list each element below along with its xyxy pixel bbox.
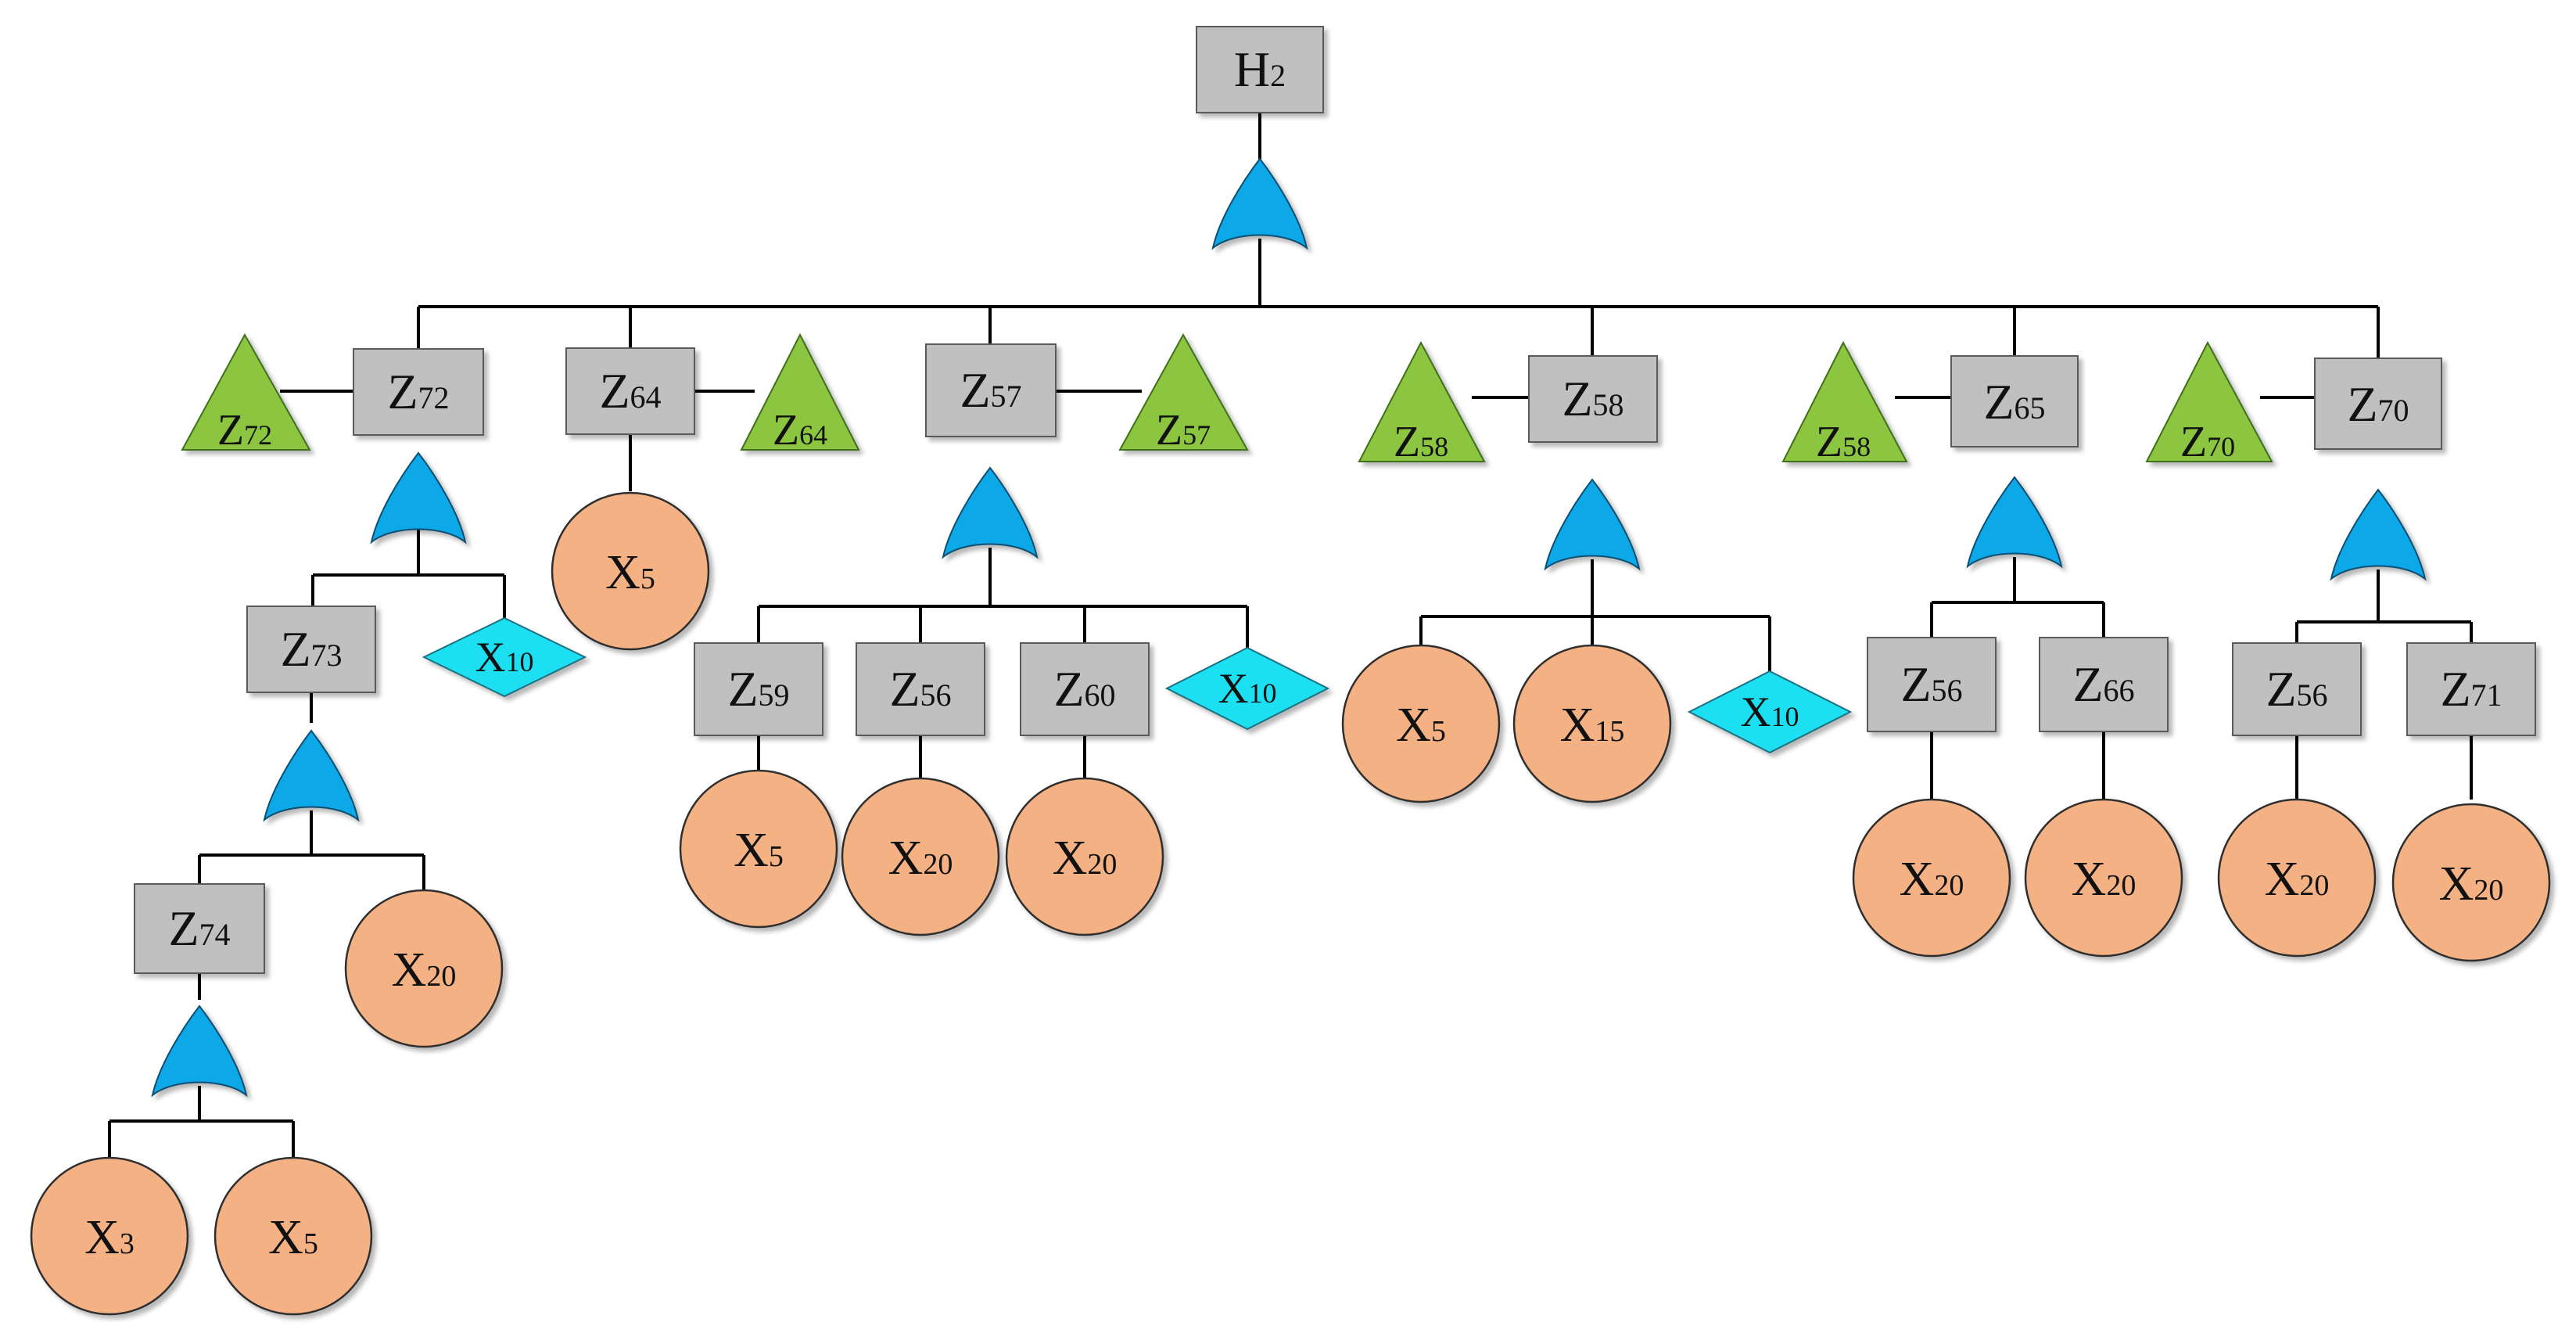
- basic-event-x20-z56-b[interactable]: X20: [1852, 798, 2011, 958]
- basic-event-x20-z60[interactable]: X20: [1005, 777, 1164, 936]
- svg-text:X5: X5: [605, 546, 655, 599]
- svg-text:Z56: Z56: [2266, 661, 2327, 717]
- event-box-h2[interactable]: H2: [1196, 26, 1324, 113]
- basic-event-x20-z56-c[interactable]: X20: [2217, 798, 2377, 958]
- or-gate-z74: [151, 1004, 248, 1098]
- or-gate-z65: [1966, 476, 2063, 569]
- event-box-z65[interactable]: Z65: [1950, 355, 2079, 447]
- svg-text:X5: X5: [268, 1211, 318, 1264]
- basic-event-x20-z66[interactable]: X20: [2024, 798, 2183, 958]
- or-gate-z57: [942, 466, 1039, 559]
- basic-event-x5-z58[interactable]: X5: [1341, 644, 1501, 803]
- basic-event-x15[interactable]: X15: [1512, 644, 1672, 803]
- svg-text:Z72: Z72: [387, 364, 449, 419]
- svg-text:Z58: Z58: [1394, 418, 1448, 466]
- event-box-z56-b[interactable]: Z56: [1867, 637, 1997, 732]
- or-gate-top: [1211, 157, 1308, 250]
- basic-event-x20-z73[interactable]: X20: [344, 889, 504, 1048]
- svg-text:X10: X10: [475, 634, 534, 681]
- diamond-event-x10-a[interactable]: X10: [422, 616, 587, 698]
- transfer-triangle-z58-b[interactable]: Z58: [1781, 340, 1908, 466]
- svg-text:Z70: Z70: [2180, 418, 2235, 466]
- svg-text:X20: X20: [1053, 832, 1118, 885]
- basic-event-x20-z56[interactable]: X20: [841, 777, 1000, 936]
- svg-text:Z57: Z57: [1156, 406, 1211, 455]
- svg-text:Z72: Z72: [217, 406, 272, 455]
- event-box-z60[interactable]: Z60: [1020, 642, 1150, 736]
- svg-text:Z56: Z56: [1900, 656, 1962, 712]
- svg-text:X5: X5: [734, 824, 784, 877]
- event-box-z56-a[interactable]: Z56: [856, 642, 985, 736]
- or-gate-z72: [370, 451, 467, 544]
- event-box-z73[interactable]: Z73: [246, 606, 376, 693]
- event-box-z66[interactable]: Z66: [2039, 637, 2169, 732]
- svg-text:X20: X20: [888, 832, 953, 885]
- event-box-z58[interactable]: Z58: [1528, 355, 1658, 443]
- diamond-event-x10-c[interactable]: X10: [1687, 670, 1853, 754]
- svg-text:Z59: Z59: [727, 661, 789, 717]
- connector-lines: [108, 113, 2473, 1158]
- svg-text:Z58: Z58: [1562, 371, 1623, 426]
- transfer-triangle-z58-a[interactable]: Z58: [1358, 340, 1486, 466]
- svg-text:Z73: Z73: [280, 621, 342, 677]
- svg-text:Z60: Z60: [1053, 661, 1115, 717]
- event-box-z71[interactable]: Z71: [2406, 642, 2536, 736]
- svg-text:X20: X20: [2265, 853, 2330, 906]
- or-gates: [151, 157, 2427, 1098]
- transfer-triangle-z64[interactable]: Z64: [740, 332, 860, 455]
- svg-text:Z65: Z65: [1983, 374, 2045, 429]
- or-gate-z58: [1544, 478, 1641, 571]
- transfer-triangle-z72[interactable]: Z72: [181, 332, 311, 455]
- svg-text:Z64: Z64: [773, 406, 827, 455]
- svg-text:Z58: Z58: [1816, 418, 1871, 466]
- or-gate-z73: [263, 729, 360, 822]
- svg-text:Z56: Z56: [889, 661, 951, 717]
- event-box-z70[interactable]: Z70: [2314, 358, 2442, 450]
- transfer-triangle-z70[interactable]: Z70: [2145, 340, 2273, 466]
- svg-text:X15: X15: [1560, 699, 1625, 752]
- svg-text:Z57: Z57: [960, 362, 1021, 418]
- basic-event-x3[interactable]: X3: [30, 1156, 189, 1316]
- basic-event-x5-z59[interactable]: X5: [679, 769, 838, 929]
- basic-event-x5-z64[interactable]: X5: [551, 491, 710, 651]
- svg-text:X10: X10: [1741, 688, 1799, 735]
- svg-text:Z71: Z71: [2440, 661, 2502, 717]
- svg-text:X20: X20: [2072, 853, 2137, 906]
- event-box-z72[interactable]: Z72: [353, 348, 484, 436]
- event-box-z56-c[interactable]: Z56: [2232, 642, 2362, 736]
- svg-text:X20: X20: [1900, 853, 1964, 906]
- svg-text:Z74: Z74: [168, 900, 230, 956]
- svg-text:X20: X20: [2439, 857, 2504, 911]
- svg-text:X3: X3: [84, 1211, 135, 1264]
- event-box-z64[interactable]: Z64: [565, 347, 695, 435]
- basic-event-x5-z74[interactable]: X5: [213, 1156, 373, 1316]
- svg-text:Z64: Z64: [599, 363, 661, 419]
- event-box-z57[interactable]: Z57: [925, 343, 1057, 437]
- or-gate-z70: [2330, 488, 2427, 581]
- event-box-z74[interactable]: Z74: [134, 883, 265, 974]
- svg-text:X10: X10: [1218, 665, 1277, 712]
- transfer-symbols: Z72 Z64 Z57 Z58 Z58 Z70: [181, 332, 2273, 466]
- svg-text:H2: H2: [1234, 41, 1286, 97]
- svg-text:Z70: Z70: [2347, 376, 2409, 432]
- svg-text:X5: X5: [1396, 699, 1446, 752]
- event-box-z59[interactable]: Z59: [694, 642, 823, 736]
- svg-text:Z66: Z66: [2072, 656, 2134, 712]
- undeveloped-events: X10 X10 X10: [422, 616, 1853, 754]
- svg-text:X20: X20: [392, 943, 457, 997]
- diamond-event-x10-b[interactable]: X10: [1164, 646, 1330, 731]
- event-boxes: H2 Z72 Z64 Z57 Z58 Z65 Z70 Z73: [134, 26, 2536, 974]
- basic-event-x20-z71[interactable]: X20: [2391, 803, 2551, 962]
- basic-events: X5 X20 X3 X5 X5 X20 X20 X5: [30, 491, 2551, 1316]
- transfer-triangle-z57[interactable]: Z57: [1118, 332, 1249, 455]
